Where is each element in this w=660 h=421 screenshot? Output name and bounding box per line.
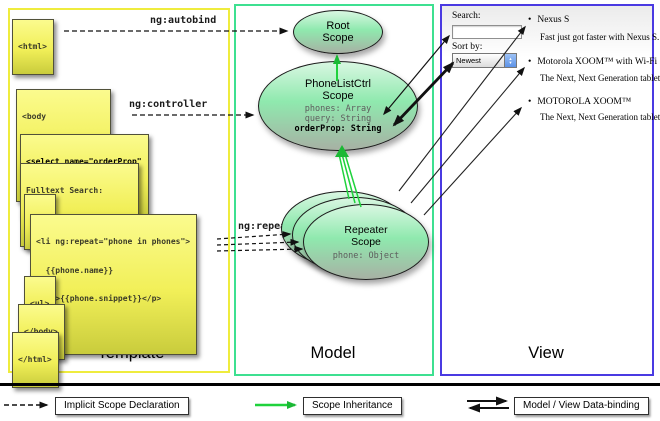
- code-line: <body: [22, 112, 47, 121]
- legend-implicit-scope: Implicit Scope Declaration: [55, 397, 189, 415]
- ng-controller-label: ng:controller: [129, 99, 208, 110]
- phone-item-title: • MOTOROLA XOOM™: [528, 97, 631, 107]
- code-line: <li ng:repeat="phone in phones">: [36, 237, 191, 246]
- code-line: <ul>: [30, 299, 49, 309]
- bullet-icon: •: [528, 97, 532, 107]
- ng-autobind-label: ng:autobind: [150, 15, 217, 26]
- phonelistctrl-scope-node: PhoneListCtrl Scope phones: Array query:…: [258, 61, 418, 151]
- code-html-close: </html>: [12, 332, 59, 388]
- model-column: [234, 4, 434, 376]
- code-line: </body>: [24, 327, 58, 337]
- bullet-icon: •: [528, 57, 532, 67]
- scope-title: PhoneListCtrl: [304, 78, 372, 90]
- code-line: </html>: [18, 355, 52, 364]
- dropdown-stepper-icon[interactable]: ▲▼: [504, 54, 516, 67]
- phone-item-title: • Nexus S: [528, 15, 569, 25]
- root-scope-node: Root Scope: [293, 10, 383, 54]
- repeater-scope-node: Repeater Scope phone: Object: [303, 204, 429, 280]
- scope-title: Root: [326, 20, 350, 32]
- scope-title: Repeater: [344, 223, 388, 236]
- code-line: <select name="orderProp": [26, 157, 142, 166]
- model-column-label: Model: [310, 344, 356, 362]
- code-line: <p>{{phone.snippet}}</p>: [36, 294, 162, 303]
- scope-property: orderProp: String: [294, 124, 382, 134]
- legend-scope-inheritance: Scope Inheritance: [303, 397, 402, 415]
- ng-repeat-label: ng:repeat: [238, 221, 293, 232]
- scope-property: query: String: [304, 114, 372, 124]
- phone-title-text: Nexus S: [537, 15, 570, 25]
- phone-item-desc: The Next, Next Generation tablet.: [540, 73, 660, 83]
- phone-item-desc: The Next, Next Generation tablet.: [540, 112, 660, 122]
- sort-by-label: Sort by:: [452, 42, 483, 52]
- scope-title: Scope: [322, 32, 354, 44]
- phone-item-title: • Motorola XOOM™ with Wi-Fi: [528, 57, 657, 67]
- scope-title: Scope: [322, 90, 354, 102]
- legend-data-binding: Model / View Data-binding: [514, 397, 649, 415]
- search-input[interactable]: [452, 25, 522, 39]
- phone-item-desc: Fast just got faster with Nexus S.: [540, 32, 660, 42]
- code-line: Fulltext Search:: [26, 186, 104, 195]
- code-line: {{phone.name}}: [36, 265, 114, 275]
- sort-dropdown-value: Newest: [456, 56, 482, 65]
- scope-property: phones: Array: [304, 104, 372, 114]
- legend-divider: [0, 383, 660, 386]
- bullet-icon: •: [528, 15, 532, 25]
- phone-title-text: Motorola XOOM™ with Wi-Fi: [537, 57, 658, 67]
- scope-title: Scope: [351, 235, 381, 248]
- phone-title-text: MOTOROLA XOOM™: [537, 97, 632, 107]
- scope-property: phone: Object: [332, 250, 400, 261]
- view-column-label: View: [528, 344, 564, 362]
- code-line: <html>: [18, 42, 47, 51]
- search-label: Search:: [452, 11, 481, 21]
- code-html-open: <html>: [12, 19, 54, 75]
- sort-dropdown[interactable]: Newest ▲▼: [452, 53, 517, 68]
